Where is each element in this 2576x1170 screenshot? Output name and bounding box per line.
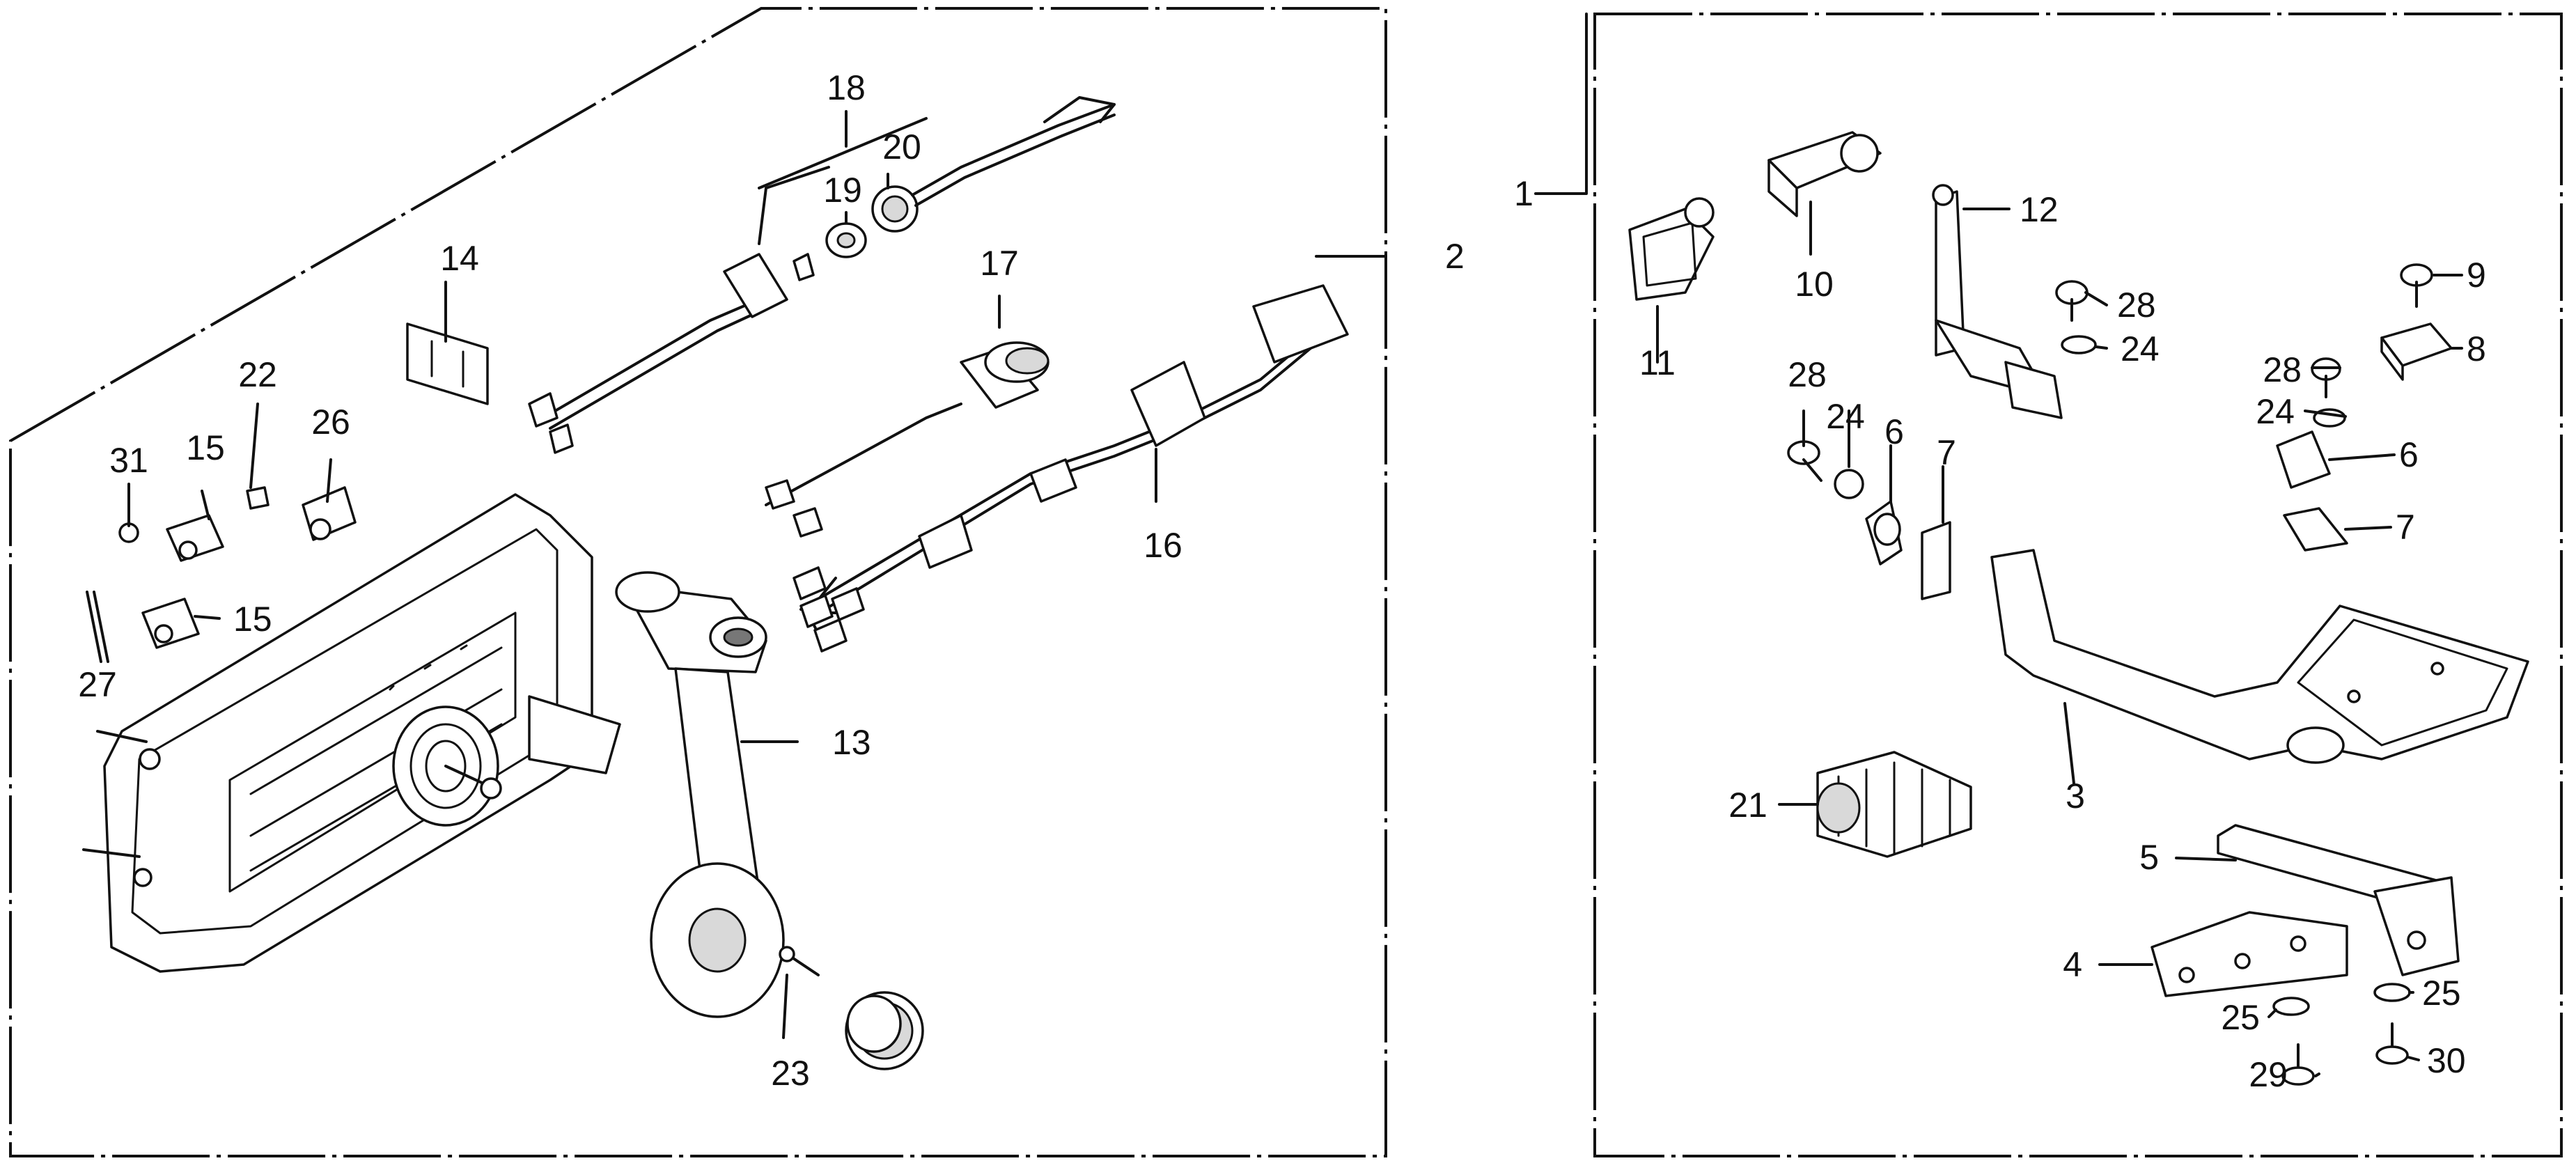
callout-31: 31 [109, 441, 148, 480]
callout-3: 3 [2066, 777, 2085, 816]
callout-10: 10 [1795, 265, 1834, 304]
callout-28-b: 28 [1788, 355, 1827, 394]
callout-20: 20 [882, 127, 921, 166]
handle-knob-drawing [845, 991, 924, 1070]
callout-16: 16 [1143, 526, 1182, 565]
bracket-5-drawing [2217, 824, 2460, 976]
assembly-frame-remote-control [9, 7, 1387, 1157]
leader-lines [127, 13, 2463, 1077]
callout-9: 9 [2467, 256, 2486, 295]
callout-17: 17 [980, 244, 1019, 283]
block-8-drawing [2380, 322, 2453, 381]
callout-25-a: 25 [2221, 998, 2260, 1037]
callout-28-c: 28 [2263, 350, 2302, 389]
callout-5: 5 [2139, 838, 2159, 877]
clips-6-7-drawing [1865, 430, 2348, 600]
wire-harness-drawing [793, 284, 1349, 653]
washers-bolts-25-29-30-drawing [2272, 983, 2411, 1086]
key-switch-drawing [765, 341, 1049, 538]
callout-2: 2 [1445, 237, 1465, 276]
bracket-4-drawing [2150, 911, 2348, 997]
callout-21: 21 [1728, 786, 1767, 825]
callout-6-b: 6 [2399, 435, 2419, 474]
callout-24-b: 24 [1826, 397, 1865, 436]
emergency-switch-drawing [871, 96, 1116, 233]
callout-labels: 1 2 3 4 5 6 6 7 7 8 9 10 11 12 13 14 15 … [78, 68, 2486, 1094]
callout-23: 23 [771, 1054, 810, 1093]
callout-24-c: 24 [2256, 392, 2295, 431]
callout-6-a: 6 [1884, 412, 1904, 451]
callout-15-b: 15 [233, 600, 272, 639]
grommet-21-drawing [1816, 751, 1972, 858]
callout-19: 19 [823, 171, 862, 210]
bolts-washers-right-drawing [1787, 263, 2433, 499]
callout-24-a: 24 [2121, 329, 2160, 368]
callout-27: 27 [78, 665, 117, 704]
callout-18: 18 [827, 68, 866, 107]
callout-25-b: 25 [2422, 974, 2461, 1013]
callout-14: 14 [440, 239, 479, 278]
control-lever-drawing [615, 571, 785, 1018]
lever-12-drawing [1932, 184, 2063, 419]
callout-12: 12 [2020, 190, 2059, 229]
remote-control-box-drawing [82, 493, 621, 973]
screw-23-drawing [779, 946, 820, 976]
bracket-3-drawing [1990, 549, 2529, 764]
nut-19-drawing [825, 222, 867, 258]
callout-11: 11 [1639, 343, 1676, 382]
callout-7-a: 7 [1937, 433, 1956, 472]
callout-22: 22 [238, 355, 277, 394]
bracket-11-drawing [1628, 197, 1715, 301]
callout-7-b: 7 [2396, 508, 2415, 547]
small-parts-left-drawing [86, 486, 357, 663]
switch-assembly-drawing [528, 166, 830, 454]
callout-26: 26 [311, 403, 350, 442]
callout-8: 8 [2467, 329, 2486, 368]
callout-29: 29 [2249, 1055, 2288, 1094]
callout-30: 30 [2427, 1041, 2466, 1080]
callout-4: 4 [2063, 945, 2082, 984]
callout-1: 1 [1514, 174, 1533, 213]
callout-28-a: 28 [2117, 286, 2156, 325]
bracket-10-drawing [1767, 131, 1882, 217]
callout-13: 13 [832, 723, 871, 762]
callout-15-a: 15 [186, 428, 225, 467]
assembly-frame-bracket-kit [1593, 13, 2563, 1157]
plate-14-drawing [406, 322, 489, 405]
